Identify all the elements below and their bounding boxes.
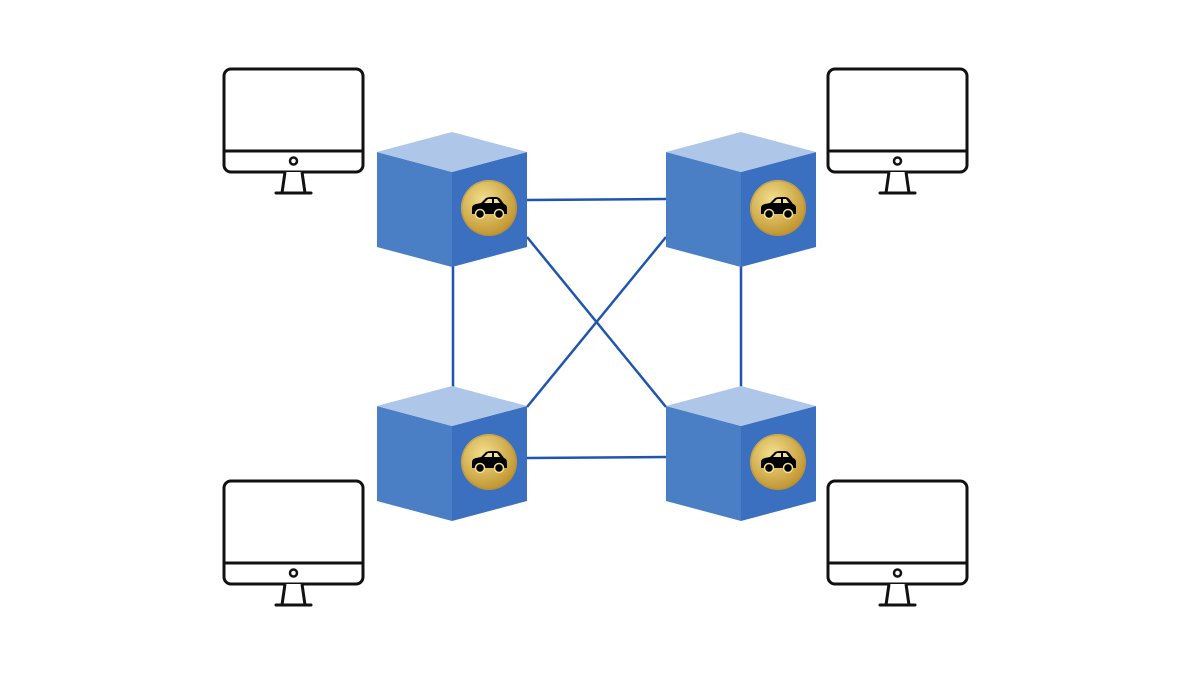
computer-top-right-monitor-icon: [826, 67, 969, 195]
computer-bottom-left-monitor-icon: [222, 479, 365, 607]
link-top-left-to-top-right: [526, 197, 667, 202]
cube-top-face: [377, 386, 527, 426]
node-top-left-cube: [377, 132, 527, 267]
coin-icon: [461, 434, 517, 490]
network-links: [451, 197, 743, 460]
cube-top-face: [377, 132, 527, 172]
node-bottom-left-cube: [377, 386, 527, 521]
link-bottom-left-to-bottom-right: [526, 455, 667, 460]
computer-bottom-right-monitor-icon: [826, 479, 969, 607]
computers: [222, 67, 969, 607]
cube-top-face: [666, 386, 816, 426]
node-top-right-cube: [666, 132, 816, 267]
link-top-right-to-bottom-left: [526, 236, 667, 408]
computer-top-left-monitor-icon: [222, 67, 365, 195]
car-icon: [472, 197, 507, 220]
car-icon: [472, 451, 507, 474]
cube-left-face: [666, 406, 741, 521]
cube-left-face: [377, 152, 452, 267]
coin-icon: [750, 180, 806, 236]
coin-icon: [750, 434, 806, 490]
car-icon: [761, 451, 796, 474]
cube-left-face: [666, 152, 741, 267]
car-icon: [761, 197, 796, 220]
cube-left-face: [377, 406, 452, 521]
cube-top-face: [666, 132, 816, 172]
node-bottom-right-cube: [666, 386, 816, 521]
coin-icon: [461, 180, 517, 236]
network-nodes: [377, 132, 816, 521]
